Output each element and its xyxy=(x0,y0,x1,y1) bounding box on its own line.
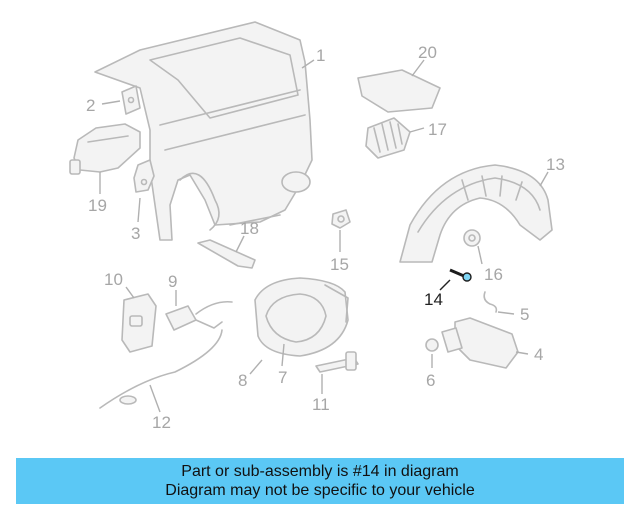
bracket-part-2[interactable] xyxy=(121,85,141,115)
callout-15: 15 xyxy=(330,255,349,274)
lamp-housing-part-19[interactable] xyxy=(69,123,141,175)
callout-20: 20 xyxy=(418,43,437,62)
callout-11: 11 xyxy=(312,395,330,414)
callout-6: 6 xyxy=(426,371,435,390)
housing-part-8[interactable] xyxy=(254,277,349,357)
fuel-door-part-4[interactable] xyxy=(441,317,519,369)
clip-part-15[interactable] xyxy=(331,209,351,229)
callout-13: 13 xyxy=(546,155,565,174)
banner-line-1: Part or sub-assembly is #14 in diagram xyxy=(181,463,459,480)
callout-9: 9 xyxy=(168,272,177,291)
callout-14: 14 xyxy=(424,290,443,309)
rod-part-11[interactable] xyxy=(315,351,359,373)
leader-lines xyxy=(99,59,549,413)
bumper-part-6[interactable] xyxy=(425,338,439,352)
module-part-9[interactable] xyxy=(165,300,233,331)
screw-part-14[interactable] xyxy=(449,268,472,282)
cable-part-12[interactable] xyxy=(99,329,223,409)
callout-16: 16 xyxy=(484,265,503,284)
hinge-plate-part-10[interactable] xyxy=(121,293,157,353)
callout-2: 2 xyxy=(86,96,95,115)
banner-line-2: Diagram may not be specific to your vehi… xyxy=(165,482,475,499)
callout-labels: 1 2 3 4 5 6 7 8 9 10 11 12 13 14 15 16 1… xyxy=(86,43,565,432)
spring-part-5[interactable] xyxy=(483,291,498,313)
strip-part-18[interactable] xyxy=(197,239,256,269)
callout-4: 4 xyxy=(534,345,543,364)
callout-18: 18 xyxy=(240,219,259,238)
liner-part-13[interactable] xyxy=(399,164,553,263)
callout-10: 10 xyxy=(104,270,123,289)
grille-part-17[interactable] xyxy=(365,117,411,159)
callout-19: 19 xyxy=(88,196,107,215)
grommet-part-16[interactable] xyxy=(463,229,481,247)
callout-12: 12 xyxy=(152,413,171,432)
parts-diagram: 1 2 3 4 5 6 7 8 9 10 11 12 13 14 15 16 1… xyxy=(69,21,565,432)
callout-8: 8 xyxy=(238,371,247,390)
callout-5: 5 xyxy=(520,305,529,324)
callout-3: 3 xyxy=(131,224,140,243)
callout-1: 1 xyxy=(316,46,325,65)
callout-17: 17 xyxy=(428,120,447,139)
latch-part-3[interactable] xyxy=(133,159,155,193)
pad-part-20[interactable] xyxy=(357,69,441,113)
callout-7: 7 xyxy=(278,368,287,387)
quarter-panel-part-1[interactable] xyxy=(94,21,313,241)
info-banner: Part or sub-assembly is #14 in diagram D… xyxy=(16,458,624,504)
